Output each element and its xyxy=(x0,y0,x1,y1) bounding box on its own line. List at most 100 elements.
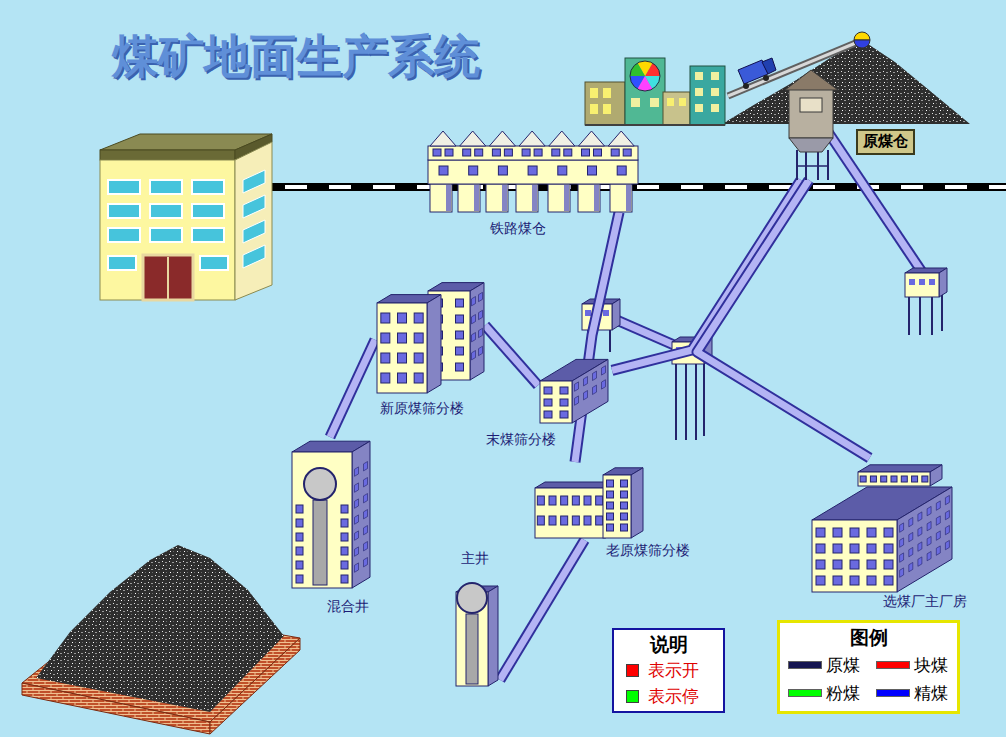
building-part xyxy=(785,70,838,90)
building-part xyxy=(479,328,483,337)
building-part xyxy=(572,496,579,505)
building-part xyxy=(816,528,825,537)
building-part xyxy=(446,185,451,211)
building-part xyxy=(833,576,842,585)
building-part xyxy=(918,542,922,551)
transfer-tower xyxy=(929,279,935,285)
building-part xyxy=(540,381,572,423)
coal-pile xyxy=(722,40,970,124)
transfer-tower xyxy=(941,293,943,331)
factory-buildings xyxy=(630,63,645,76)
building-label: 主井 xyxy=(461,550,489,566)
building-part xyxy=(502,185,507,211)
building-part xyxy=(812,520,897,592)
belt-outline xyxy=(697,180,870,458)
building-part xyxy=(427,295,441,393)
transfer-tower xyxy=(905,273,939,297)
belt-outline xyxy=(575,212,619,462)
building-part xyxy=(850,560,859,569)
legend-box: 图例原煤块煤粉煤精煤 xyxy=(777,620,960,714)
building-part xyxy=(364,494,368,503)
building-part xyxy=(621,502,628,509)
building-part xyxy=(594,149,602,156)
legend-text: 表示开 xyxy=(648,660,699,680)
building-part xyxy=(575,396,579,405)
railway xyxy=(272,187,1006,188)
building-part xyxy=(458,184,480,212)
building-part xyxy=(548,184,570,212)
transfer-tower xyxy=(919,297,921,335)
building-part xyxy=(560,399,568,406)
building-part xyxy=(519,131,545,146)
building-node: 选煤厂主厂房 xyxy=(810,458,952,594)
building-part xyxy=(602,366,606,375)
building-part xyxy=(544,399,552,406)
building-part xyxy=(486,184,508,212)
building-part xyxy=(607,524,614,531)
building-part xyxy=(897,487,952,592)
legend-heading: 图例 xyxy=(780,626,957,649)
building-part xyxy=(398,353,407,363)
building-part xyxy=(858,472,930,486)
legend-box: 说明表示开表示停 xyxy=(612,628,725,713)
conveyor-belt xyxy=(500,540,585,680)
legend-swatch xyxy=(876,689,910,697)
factory-buildings xyxy=(625,58,665,125)
building-part xyxy=(456,363,464,371)
building-part xyxy=(341,505,348,513)
belt-surface xyxy=(575,212,619,462)
building-part xyxy=(575,382,579,391)
building-part xyxy=(584,496,591,505)
building-part xyxy=(532,185,537,211)
building-part xyxy=(498,166,507,175)
conveyor-belt xyxy=(330,340,375,437)
stacker-conveyor xyxy=(854,32,870,40)
building-part xyxy=(445,149,453,156)
building-part xyxy=(341,547,348,555)
office-building xyxy=(150,180,182,194)
building-part xyxy=(472,333,476,342)
belt-surface xyxy=(697,180,870,458)
building-part xyxy=(355,531,359,540)
office-building xyxy=(200,256,228,270)
building-part xyxy=(584,516,591,525)
building-part xyxy=(945,525,949,534)
building-part xyxy=(607,513,614,520)
building-part xyxy=(827,150,829,180)
building-part xyxy=(414,373,423,383)
building-part xyxy=(296,561,303,569)
building-part xyxy=(900,523,904,532)
building-part xyxy=(463,149,471,156)
building-drawing xyxy=(785,68,838,180)
building-part xyxy=(479,310,483,319)
building-part xyxy=(608,131,634,146)
building-part xyxy=(414,353,423,363)
building-part xyxy=(560,411,568,418)
building-label: 铁路煤仓 xyxy=(490,220,546,236)
building-label: 原煤仓 xyxy=(856,129,915,154)
building-part xyxy=(470,283,484,380)
belt-surface xyxy=(500,540,585,680)
building-part xyxy=(870,476,876,482)
truck xyxy=(743,83,749,89)
building-part xyxy=(364,558,368,567)
building-part xyxy=(945,510,949,519)
truck xyxy=(738,58,776,89)
office-building xyxy=(108,228,140,242)
building-part xyxy=(578,184,600,212)
building-part xyxy=(867,560,876,569)
building-part xyxy=(922,476,928,482)
building-part xyxy=(472,315,476,324)
factory-buildings xyxy=(695,72,703,80)
office-building xyxy=(100,160,235,300)
factory-buildings xyxy=(590,88,598,98)
building-part xyxy=(912,476,918,482)
building-part xyxy=(867,528,876,537)
building-part xyxy=(479,346,483,355)
building-part xyxy=(945,495,949,504)
legend-text: 块煤 xyxy=(914,655,948,675)
building-part xyxy=(474,185,479,211)
building-part xyxy=(850,528,859,537)
transfer-tower xyxy=(603,310,609,316)
